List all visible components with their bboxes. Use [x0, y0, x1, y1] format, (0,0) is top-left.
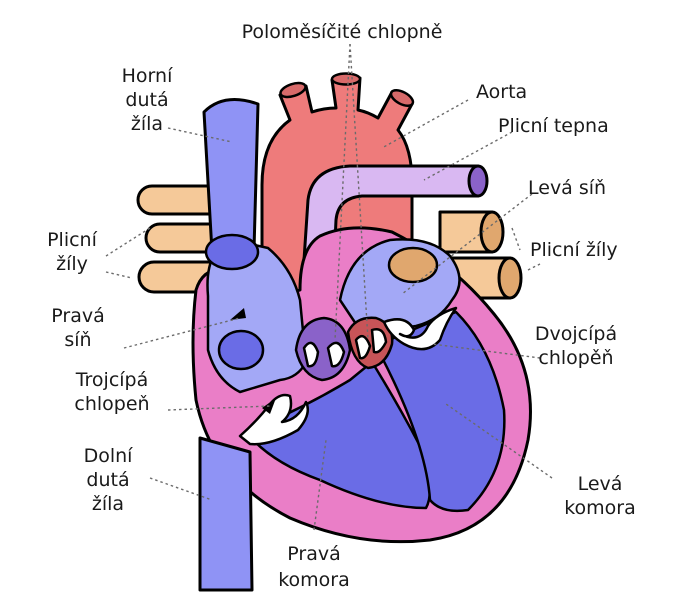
label-tricuspid-valve-line2: chlopeň: [74, 393, 149, 415]
label-mitral-valve-line2: chlopěň: [538, 347, 613, 369]
label-right-atrium-line1: Pravá: [51, 305, 104, 327]
label-pulmonary-veins-left-line2: žíly: [56, 253, 88, 275]
right-pulmonary-veins: [438, 210, 523, 300]
label-right-ventricle-line2: komora: [278, 569, 350, 591]
label-superior-vena-cava-line2: dutá: [125, 89, 168, 111]
semilunar-valves: [294, 316, 394, 382]
left-atrium: [338, 238, 461, 330]
vena-cava: [198, 98, 260, 592]
label-pulmonary-veins-right: Plicní žíly: [530, 239, 618, 261]
label-left-ventricle-line2: komora: [564, 497, 636, 519]
label-tricuspid-valve-line1: Trojcípá: [75, 369, 149, 391]
label-right-atrium-line2: síň: [64, 329, 91, 351]
labels: Poloměsíčité chlopně Horní dutá žíla Aor…: [47, 21, 636, 591]
label-pulmonary-veins-left-line1: Plicní: [47, 229, 98, 251]
label-superior-vena-cava-line1: Horní: [122, 65, 173, 87]
left-pulmonary-veins: [136, 184, 214, 294]
label-inferior-vena-cava-line2: dutá: [86, 469, 129, 491]
label-left-ventricle-line1: Levá: [578, 473, 623, 495]
label-semilunar-valves: Poloměsíčité chlopně: [242, 21, 443, 43]
label-left-atrium: Levá síň: [528, 177, 606, 199]
label-aorta: Aorta: [476, 81, 527, 103]
label-superior-vena-cava-line3: žíla: [131, 113, 163, 135]
label-inferior-vena-cava-line1: Dolní: [84, 445, 134, 467]
leader-lines: [105, 43, 553, 531]
label-right-ventricle-line1: Pravá: [287, 543, 340, 565]
label-inferior-vena-cava-line3: žíla: [92, 493, 124, 515]
label-mitral-valve-line1: Dvojcípá: [535, 323, 617, 345]
mitral-valve: [382, 306, 458, 351]
label-pulmonary-artery: Plicní tepna: [498, 115, 609, 137]
